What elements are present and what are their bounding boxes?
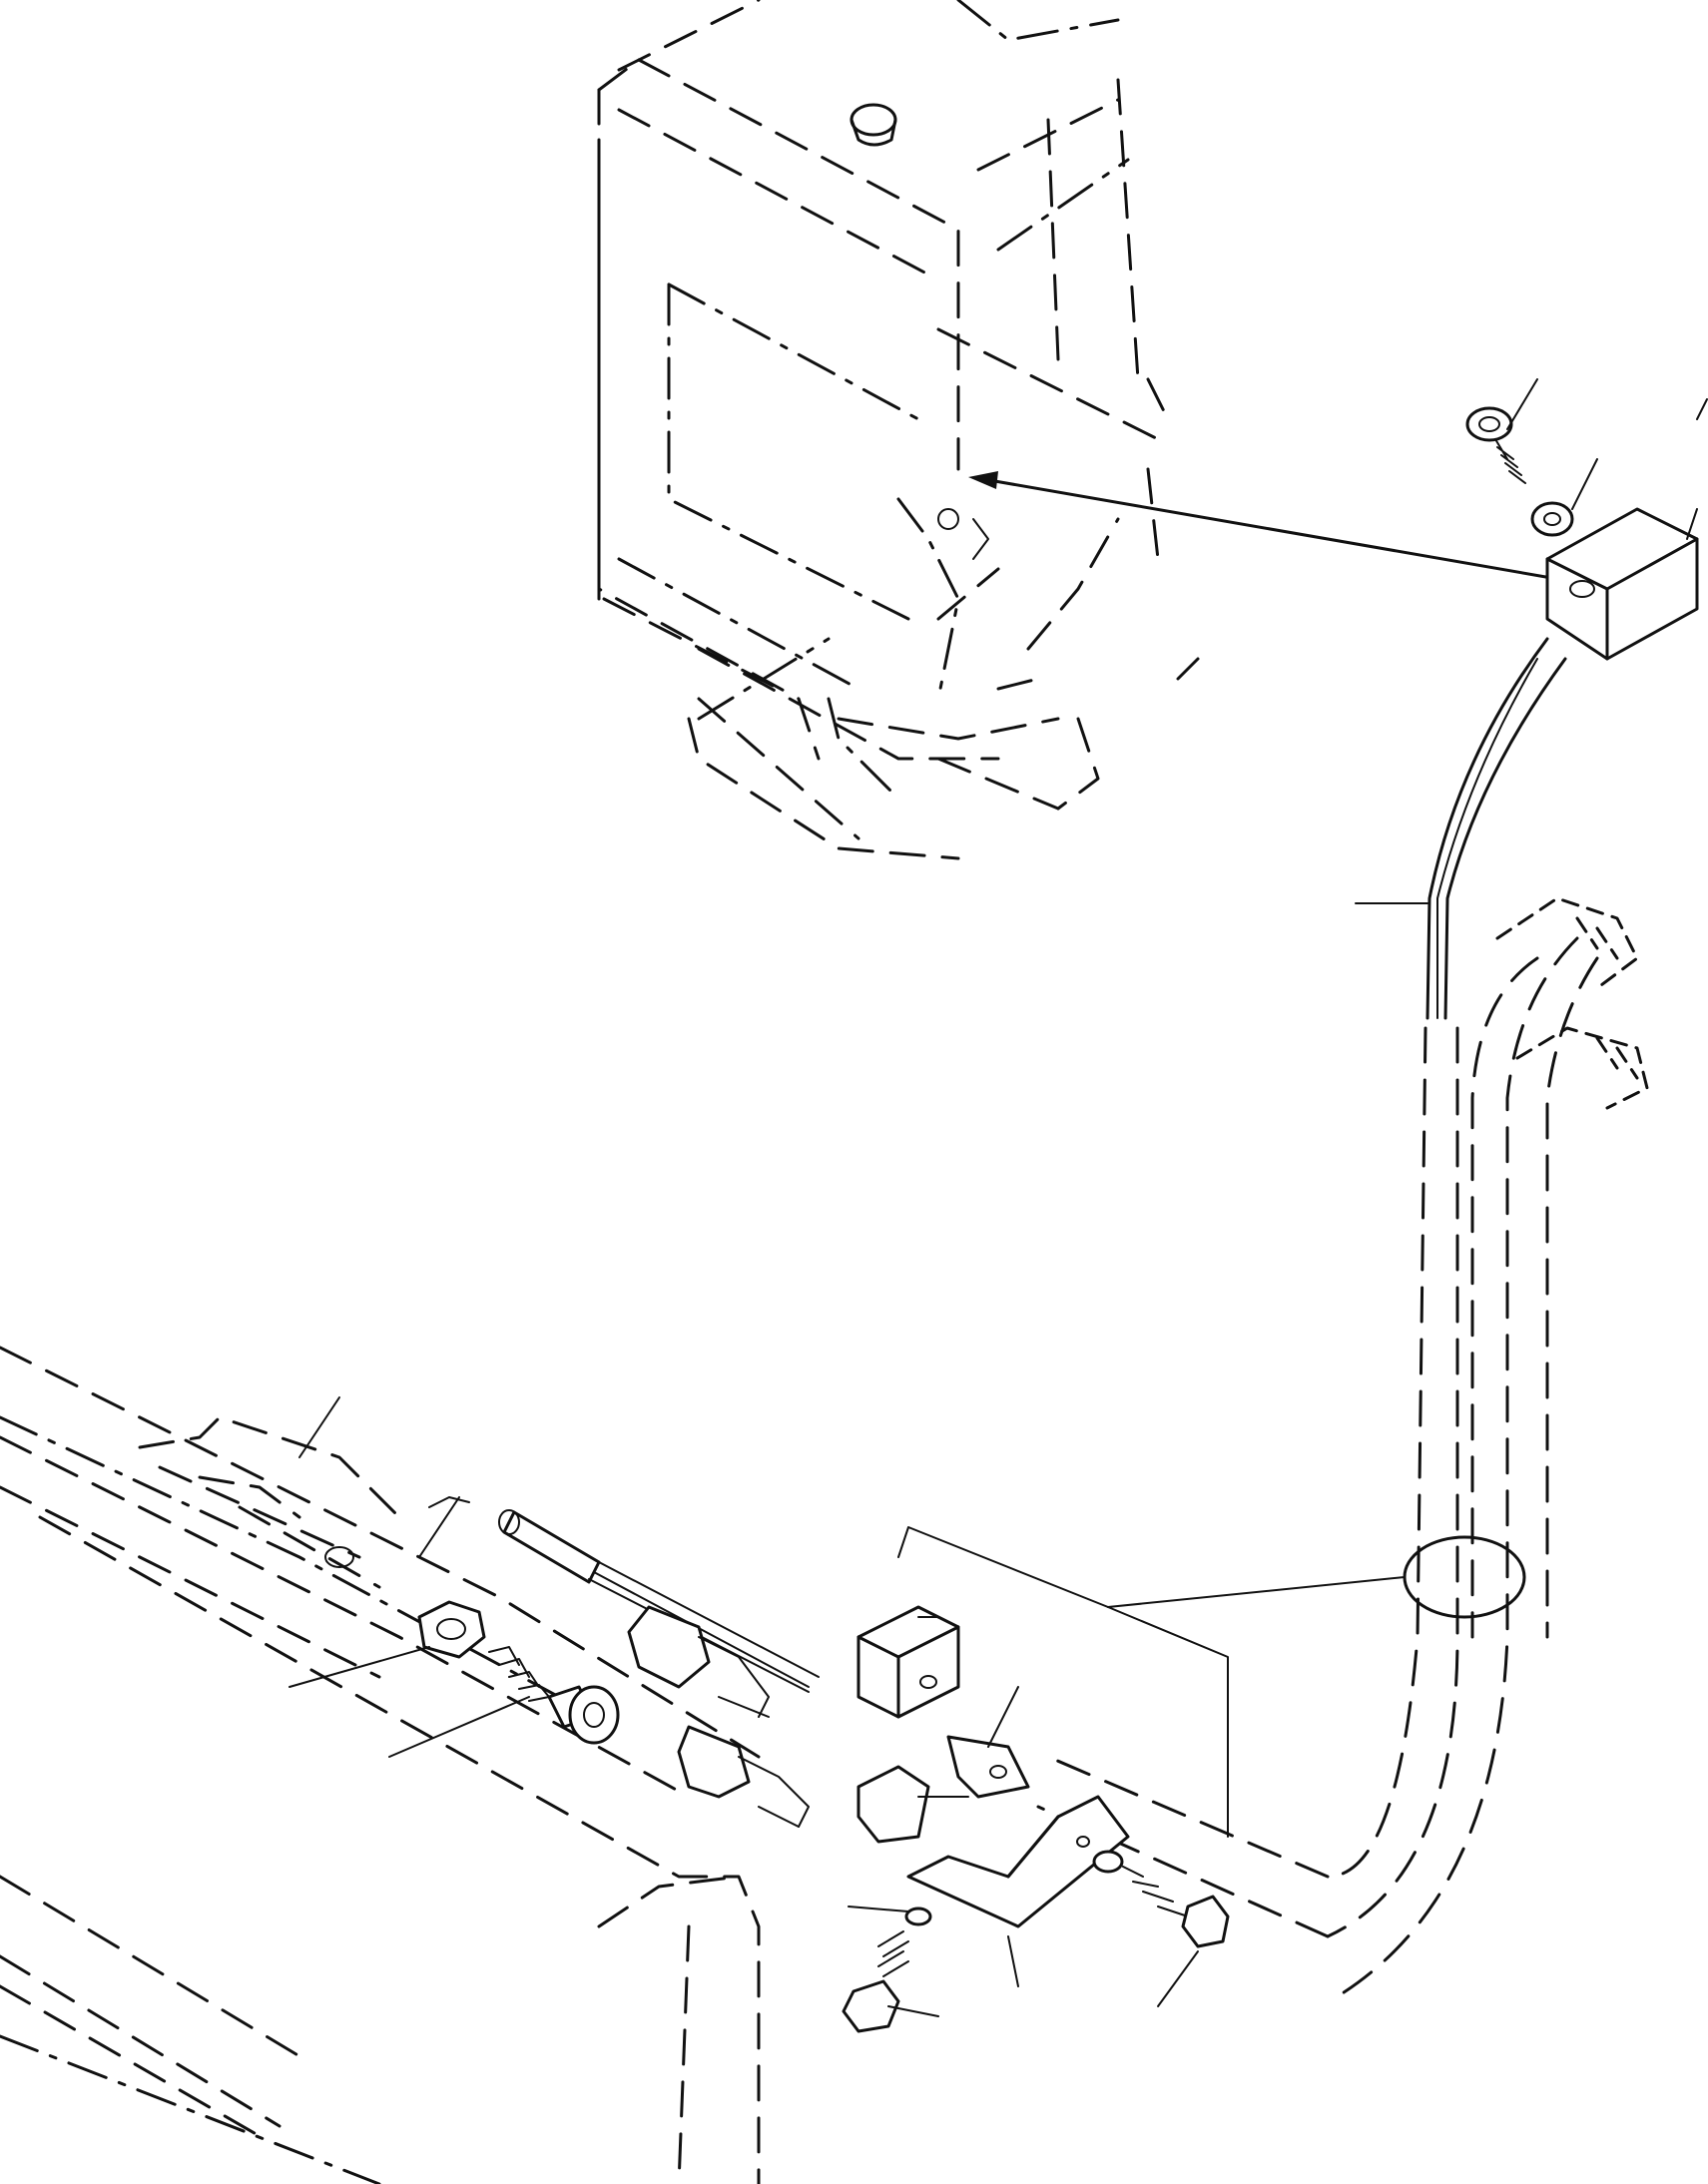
frame-rail — [0, 1346, 761, 2184]
hose-fittings — [1336, 896, 1649, 1998]
control-cable — [1036, 637, 1567, 1938]
angle-bracket — [906, 1795, 1130, 1987]
hex-nut — [288, 1600, 486, 1688]
detail-callout-ellipse — [897, 1526, 1526, 1838]
shoulder-bolt — [388, 1496, 620, 1758]
flat-washer — [1530, 458, 1598, 537]
switch-housing — [1545, 507, 1699, 661]
instrument-panel — [597, 0, 1200, 860]
leader-lines — [418, 398, 1708, 1558]
eyelet-screw — [1465, 378, 1538, 484]
cap-screw — [842, 1930, 939, 2033]
assembly-arrow — [968, 471, 1559, 581]
small-washer — [848, 1906, 932, 1926]
clamp-blocks — [856, 1605, 1030, 1844]
ferrule-fittings — [627, 1605, 810, 1828]
support-plate — [138, 1396, 401, 1589]
hex-bolt — [1092, 1850, 1230, 2007]
cable-end-pin — [498, 1509, 820, 1693]
